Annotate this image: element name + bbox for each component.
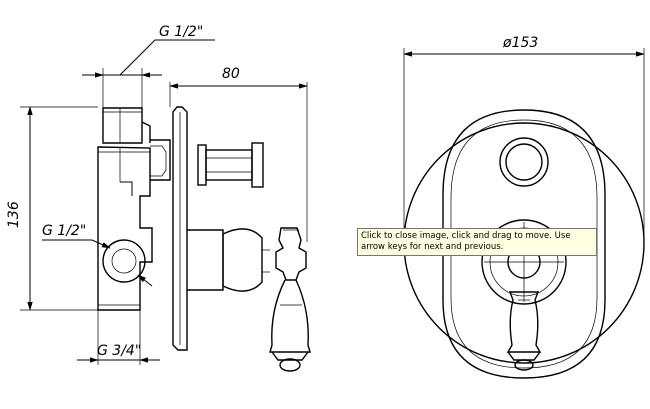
dim-top-thread-label: G 1/2"	[159, 24, 203, 40]
side-view	[20, 39, 311, 372]
dim-depth-label: 80	[222, 66, 240, 82]
image-viewer-tooltip: Click to close image, click and drag to …	[357, 228, 597, 256]
dim-side-thread-label: G 1/2"	[42, 223, 86, 239]
dim-height-label: 136	[6, 201, 22, 228]
front-view	[403, 48, 645, 379]
dim-diameter-label: ø153	[502, 35, 538, 51]
dim-bottom-thread-label: G 3/4"	[97, 343, 141, 359]
